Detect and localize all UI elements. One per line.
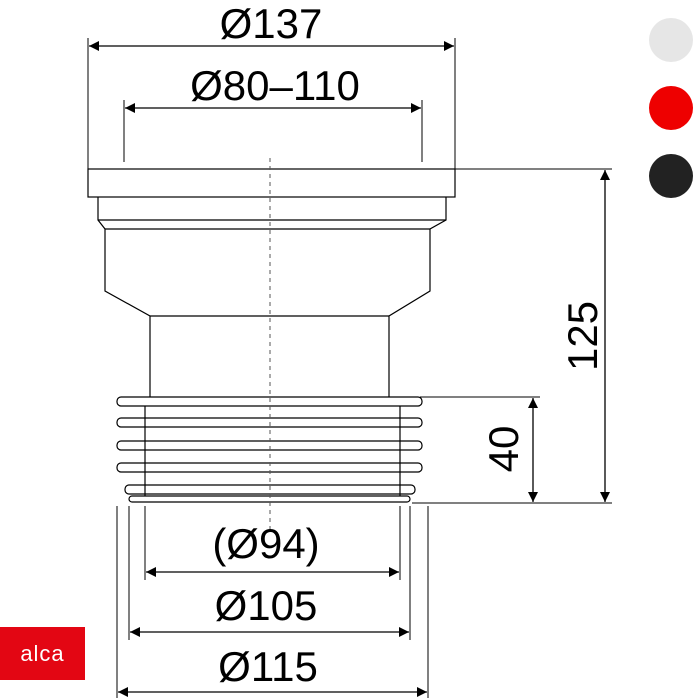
color-swatch-red[interactable] [649, 86, 693, 130]
pipe-connector-outline [87, 168, 456, 503]
dim-label-top-inner: Ø80–110 [190, 62, 360, 109]
dim-label-height-total: 125 [559, 301, 606, 371]
extension-lines [87, 38, 612, 698]
color-swatch-white[interactable] [649, 18, 693, 62]
dim-label-bottom-mid: Ø105 [215, 582, 318, 629]
dim-label-bottom-inner: (Ø94) [212, 520, 319, 567]
logo-text: alca [20, 640, 65, 666]
dim-label-height-ribs: 40 [480, 426, 527, 473]
color-swatch-black[interactable] [649, 154, 693, 198]
alca-logo: alca [0, 627, 85, 680]
dim-label-top-outer: Ø137 [220, 0, 323, 47]
dimension-lines [89, 41, 610, 697]
dim-label-bottom-outer: Ø115 [218, 643, 318, 690]
